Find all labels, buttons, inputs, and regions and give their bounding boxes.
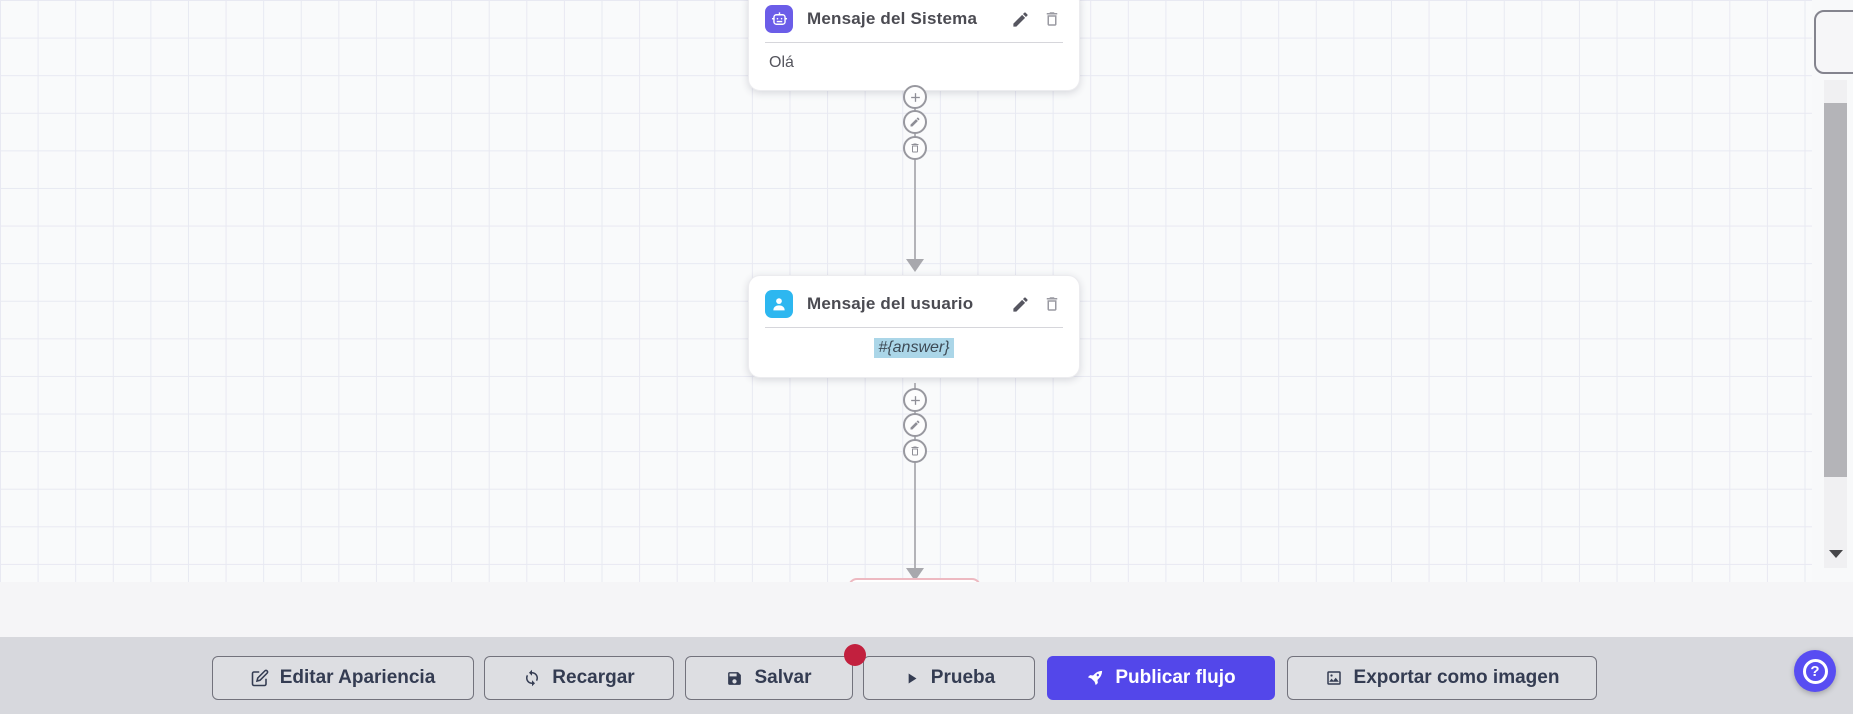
node-title: Mensaje del Sistema bbox=[807, 9, 978, 28]
question-icon: ? bbox=[1802, 658, 1828, 684]
node-content: #{answer} bbox=[749, 328, 1079, 377]
node-divider bbox=[765, 327, 1063, 328]
refresh-icon bbox=[526, 669, 539, 687]
edit-square-icon bbox=[251, 669, 269, 687]
connector-arrowhead bbox=[906, 259, 924, 272]
button-label: Salvar bbox=[754, 667, 812, 688]
canvas-footer-strip bbox=[0, 582, 1853, 637]
test-button[interactable]: Prueba bbox=[863, 656, 1035, 700]
reload-button[interactable]: Recargar bbox=[484, 656, 674, 700]
button-label: Editar Apariencia bbox=[279, 667, 436, 688]
play-icon bbox=[908, 673, 917, 683]
variable-chip: #{answer} bbox=[874, 338, 954, 358]
delete-step-button[interactable] bbox=[903, 136, 927, 160]
button-label: Exportar como imagen bbox=[1353, 667, 1560, 688]
node-header: Mensaje del usuario bbox=[749, 276, 1079, 327]
user-icon bbox=[765, 290, 793, 318]
edit-node-icon[interactable] bbox=[1011, 295, 1030, 314]
connector-line bbox=[914, 70, 916, 260]
flow-canvas[interactable]: Mensaje del Sistema Olá bbox=[0, 0, 1812, 582]
add-step-button[interactable] bbox=[903, 85, 927, 109]
image-icon bbox=[1326, 671, 1341, 685]
save-icon bbox=[728, 671, 742, 685]
vertical-scrollbar-thumb[interactable] bbox=[1824, 103, 1847, 477]
edit-appearance-button[interactable]: Editar Apariencia bbox=[212, 656, 474, 700]
export-image-button[interactable]: Exportar como imagen bbox=[1287, 656, 1597, 700]
node-content: Olá bbox=[769, 54, 794, 71]
edit-node-icon[interactable] bbox=[1011, 10, 1030, 29]
add-step-button[interactable] bbox=[903, 388, 927, 412]
publish-flow-button[interactable]: Publicar flujo bbox=[1047, 656, 1275, 700]
button-label: Prueba bbox=[930, 667, 996, 688]
connector-line bbox=[914, 383, 916, 568]
delete-step-button[interactable] bbox=[903, 439, 927, 463]
node-divider bbox=[765, 42, 1063, 43]
rocket-icon bbox=[1088, 670, 1103, 686]
node-user-message[interactable]: Mensaje del usuario #{answer} bbox=[748, 275, 1080, 378]
node-header: Mensaje del Sistema bbox=[749, 0, 1079, 42]
button-label: Publicar flujo bbox=[1115, 667, 1236, 688]
node-system-message[interactable]: Mensaje del Sistema Olá bbox=[748, 0, 1080, 91]
edit-step-button[interactable] bbox=[903, 413, 927, 437]
edit-step-button[interactable] bbox=[903, 110, 927, 134]
delete-node-icon[interactable] bbox=[1043, 295, 1061, 313]
scrollbar-down-arrow-icon[interactable] bbox=[1829, 550, 1843, 558]
delete-node-icon[interactable] bbox=[1043, 10, 1061, 28]
partial-panel bbox=[1814, 10, 1853, 74]
help-button[interactable]: ? bbox=[1794, 650, 1836, 692]
button-label: Recargar bbox=[552, 667, 635, 688]
bottom-toolbar: Editar Apariencia Recargar Salvar Prueba… bbox=[0, 637, 1853, 714]
robot-icon bbox=[765, 5, 793, 33]
node-title: Mensaje del usuario bbox=[807, 294, 974, 313]
save-button[interactable]: Salvar bbox=[685, 656, 853, 700]
unsaved-changes-badge bbox=[844, 644, 866, 666]
connector-arrowhead bbox=[906, 568, 924, 581]
